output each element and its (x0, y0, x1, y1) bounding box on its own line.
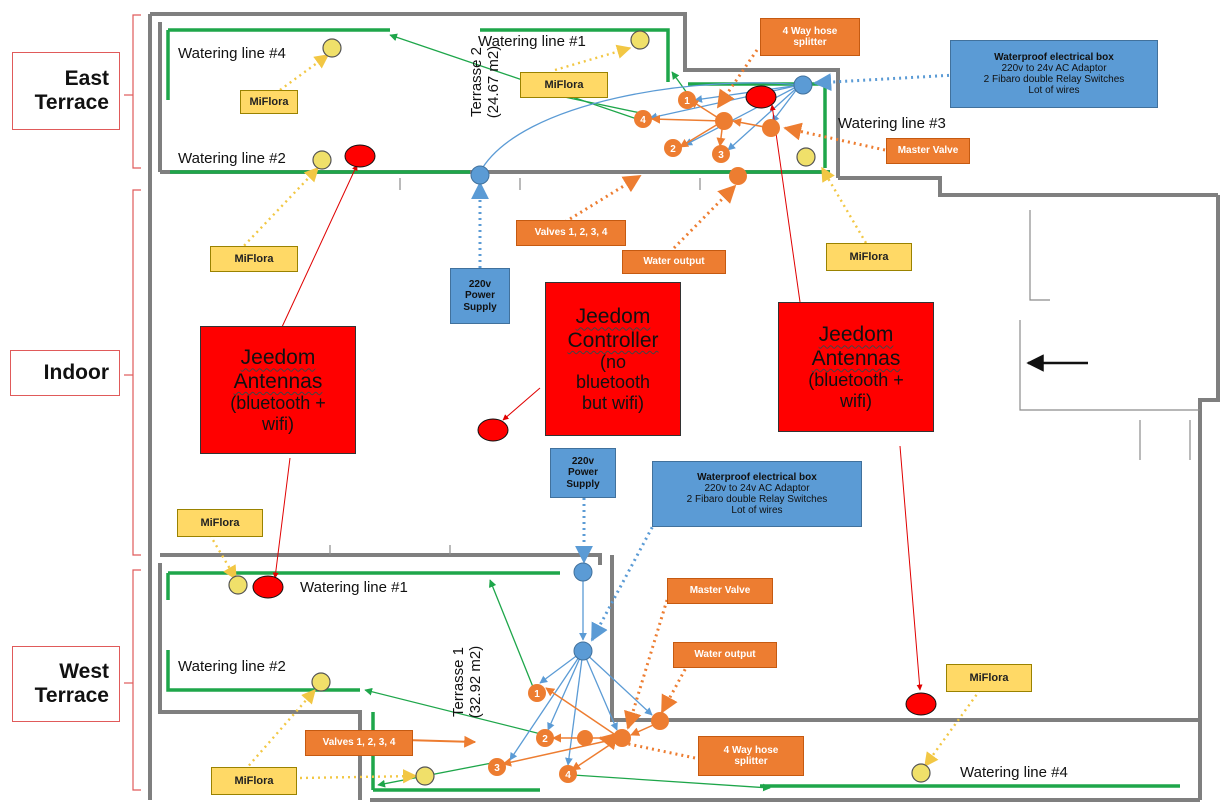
jeedom-controller-subtitle: (no bluetooth but wifi) (575, 352, 651, 413)
west-valves: 1 2 3 4 (488, 684, 669, 783)
indoor-power-supply: 220v Power Supply (550, 448, 616, 498)
valve-to-line-arrows (364, 33, 771, 792)
zone-brackets (124, 14, 141, 791)
jeedom-antennas-right-subtitle: (bluetooth + wifi) (808, 370, 904, 411)
west-electrical-box: Waterproof electrical box 220v to 24v AC… (652, 461, 862, 527)
east-electrical-box-title: Waterproof electrical box (994, 51, 1114, 63)
jeedom-controller-title: Jeedom Controller (567, 305, 659, 352)
sensor-links (208, 44, 981, 784)
sensor-circles (228, 30, 931, 786)
electric-nodes (470, 75, 813, 661)
west-valve-2-label: 2 (542, 734, 548, 745)
east-watering-line-1: Watering line #1 (478, 33, 586, 50)
east-valve-4-label: 4 (640, 115, 646, 126)
jeedom-antennas-left: Jeedom Antennas (bluetooth + wifi) (200, 326, 356, 454)
west-watering-line-2: Watering line #2 (178, 658, 286, 675)
west-watering-line-1: Watering line #1 (300, 579, 408, 596)
west-electrical-box-line-3: Lot of wires (731, 505, 783, 517)
east-watering-line-2: Watering line #2 (178, 150, 286, 167)
east-water-output-label: Water output (622, 250, 726, 274)
east-electrical-box-line-1: 220v to 24v AC Adaptor (1001, 62, 1107, 74)
jeedom-controller: Jeedom Controller (no bluetooth but wifi… (545, 282, 681, 436)
west-miflora-2: MiFlora (211, 767, 297, 795)
east-valve-3-label: 3 (718, 150, 724, 161)
east-miflora-4: MiFlora (826, 243, 912, 271)
zone-indoor: Indoor (10, 350, 120, 396)
west-miflora-1: MiFlora (177, 509, 263, 537)
jeedom-antennas-right-title: Jeedom Antennas (811, 323, 901, 370)
west-valve-4-label: 4 (565, 770, 571, 781)
indoor-details (329, 178, 1200, 555)
west-valve-1-label: 1 (534, 689, 540, 700)
east-watering-line-3: Watering line #3 (838, 115, 946, 132)
east-hose-splitter-label: 4 Way hose splitter (760, 18, 860, 56)
antenna-markers (252, 85, 937, 716)
west-electrical-box-line-1: 220v to 24v AC Adaptor (704, 482, 810, 494)
jeedom-antennas-left-subtitle: (bluetooth + wifi) (230, 393, 326, 434)
east-valves-label: Valves 1, 2, 3, 4 (516, 220, 626, 246)
jeedom-antennas-right: Jeedom Antennas (bluetooth + wifi) (778, 302, 934, 432)
zone-east-terrace: East Terrace (12, 52, 120, 130)
east-miflora-1: MiFlora (240, 90, 298, 114)
west-hose-splitter-label: 4 Way hose splitter (698, 736, 804, 776)
west-valve-3-label: 3 (494, 763, 500, 774)
valve-dotted-arrows (564, 49, 886, 760)
east-valve-2-label: 2 (670, 144, 676, 155)
east-watering-line-4: Watering line #4 (178, 45, 286, 62)
west-miflora-3: MiFlora (946, 664, 1032, 692)
west-master-valve-label: Master Valve (667, 578, 773, 604)
west-terrace-name: Terrasse 1 (32.92 m2) (450, 645, 485, 719)
east-terrace-name: Terrasse 2 (24.67 m2) (468, 45, 503, 119)
east-valves: 1 4 2 3 (634, 91, 780, 185)
jeedom-antennas-left-title: Jeedom Antennas (233, 346, 323, 393)
east-electrical-box-line-3: Lot of wires (1028, 85, 1080, 97)
east-electrical-box-line-2: 2 Fibaro double Relay Switches (983, 74, 1125, 85)
east-miflora-3: MiFlora (210, 246, 298, 272)
west-watering-line-4: Watering line #4 (960, 764, 1068, 781)
antenna-pointers (272, 104, 923, 691)
east-miflora-2: MiFlora (520, 72, 608, 98)
west-valves-label: Valves 1, 2, 3, 4 (305, 730, 413, 756)
east-valve-1-label: 1 (684, 96, 690, 107)
west-electrical-box-line-2: 2 Fibaro double Relay Switches (686, 494, 828, 505)
power-dotted-lines (471, 73, 956, 642)
east-power-supply: 220v Power Supply (450, 268, 510, 324)
zone-west-terrace: West Terrace (12, 646, 120, 722)
east-electrical-box: Waterproof electrical box 220v to 24v AC… (950, 40, 1158, 108)
east-master-valve-label: Master Valve (886, 138, 970, 164)
west-electrical-box-title: Waterproof electrical box (697, 471, 817, 483)
west-water-output-label: Water output (673, 642, 777, 668)
